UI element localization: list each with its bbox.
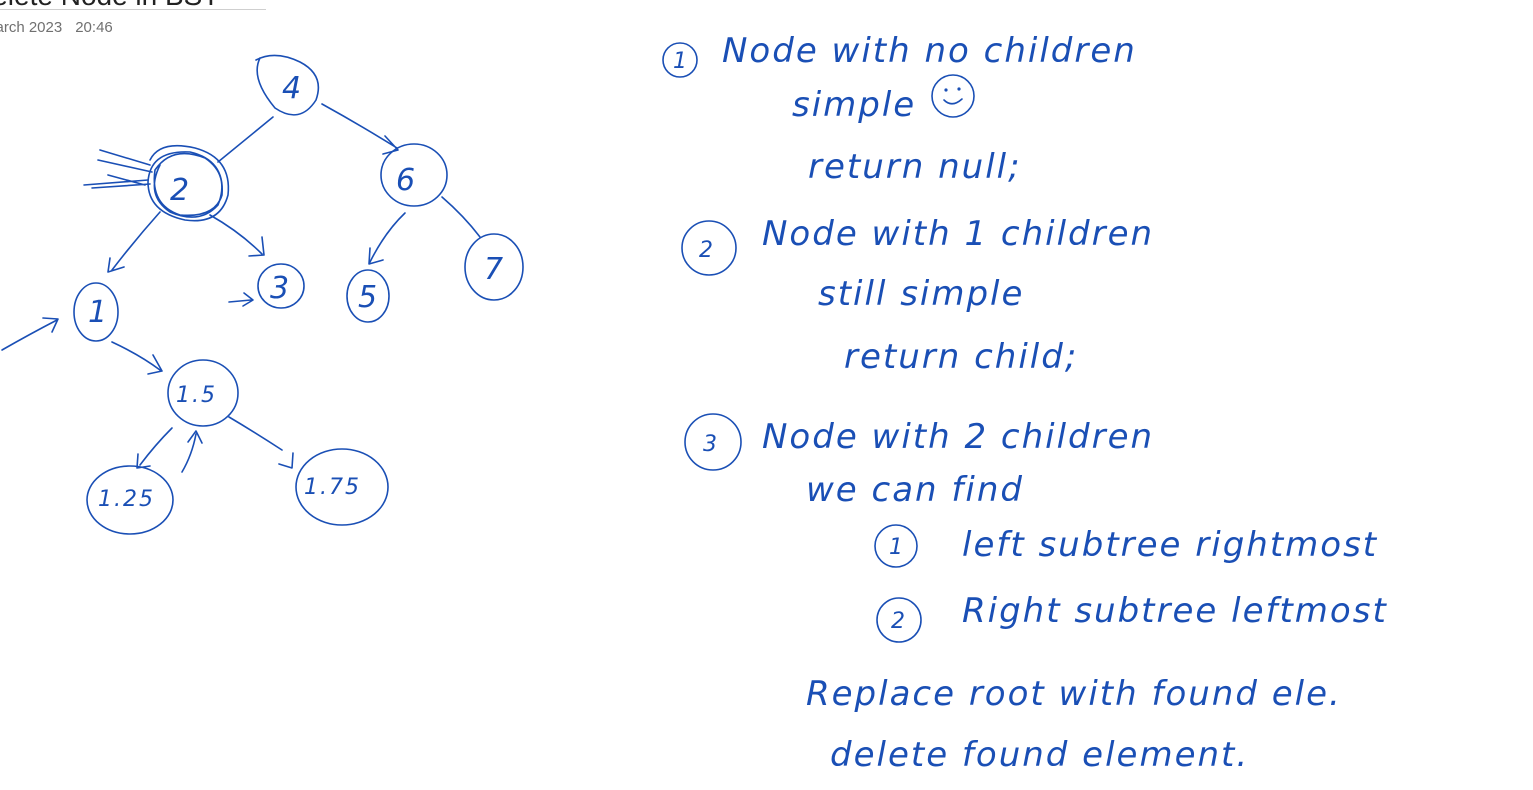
- title-area: Delete Node in BST: [0, 0, 270, 11]
- tree-edge: [441, 196, 481, 238]
- tree-edge: [321, 103, 399, 155]
- tree-node-7: 7: [464, 233, 524, 301]
- smiley-icon: [931, 74, 975, 118]
- title-divider: [0, 9, 266, 10]
- case-number: 3: [703, 432, 719, 457]
- tree-edge: [368, 212, 406, 265]
- tree-node-2-deleted: 2: [83, 144, 230, 222]
- tree-node-1-25: 1.25: [86, 465, 174, 535]
- case-line: still simple: [818, 274, 1024, 314]
- deletion-notes: 1 Node with no children simple return nu…: [662, 31, 1388, 775]
- node-label: 3: [270, 271, 291, 306]
- option-number: 1: [889, 535, 905, 560]
- node-label: 1.75: [304, 475, 361, 500]
- tree-node-1-5: 1.5: [167, 359, 239, 427]
- case-line: return child;: [844, 337, 1078, 377]
- tree-node-1-75: 1.75: [295, 448, 389, 526]
- tree-edge: [228, 416, 294, 469]
- tree-edge: [111, 341, 163, 375]
- page-metadata: March 2023 20:46: [0, 19, 113, 36]
- bst-diagram: 4 2 6 1 3: [1, 54, 524, 535]
- tree-edge: [228, 292, 254, 307]
- tree-edge: [1, 317, 59, 351]
- tree-node-5: 5: [346, 269, 390, 323]
- case-heading: Node with no children: [722, 31, 1137, 71]
- case-number-circle: [681, 220, 737, 276]
- option-number-circle: [876, 597, 922, 643]
- tree-node-1: 1: [73, 282, 119, 342]
- node-label: 5: [358, 280, 379, 315]
- case-number: 1: [673, 49, 689, 74]
- case-heading: Node with 2 children: [762, 417, 1154, 457]
- tree-edge: [136, 427, 173, 469]
- page-title: Delete Node in BST: [0, 0, 219, 11]
- option-text: left subtree rightmost: [962, 525, 1378, 565]
- tree-node-3: 3: [257, 263, 305, 309]
- case-line: return null;: [808, 147, 1022, 187]
- case-1: 1 Node with no children simple return nu…: [662, 31, 1137, 187]
- node-label: 1.5: [176, 383, 217, 408]
- tree-node-6: 6: [380, 143, 448, 207]
- option-text: Right subtree leftmost: [962, 591, 1388, 631]
- case-number: 2: [699, 238, 715, 263]
- page-time: 20:46: [75, 19, 113, 36]
- option-number-circle: [874, 524, 918, 568]
- tree-edge: [209, 214, 265, 257]
- case-line: we can find: [806, 470, 1024, 510]
- case-2: 2 Node with 1 children still simple retu…: [681, 214, 1154, 377]
- conclusion-line: delete found element.: [830, 735, 1249, 775]
- case-number-circle: [662, 42, 698, 78]
- conclusion-line: Replace root with found ele.: [806, 674, 1342, 714]
- case-3: 3 Node with 2 children we can find 1 lef…: [684, 413, 1388, 643]
- option-number: 2: [891, 609, 907, 634]
- tree-edge: [217, 116, 274, 163]
- tree-node-4: 4: [255, 54, 320, 116]
- node-label: 7: [484, 252, 505, 287]
- case-number-circle: [684, 413, 742, 471]
- case-line: simple: [792, 85, 916, 125]
- node-label: 1.25: [98, 487, 155, 512]
- case-heading: Node with 1 children: [762, 214, 1154, 254]
- tree-edge: [107, 211, 161, 273]
- tree-edge: [181, 430, 203, 473]
- node-label: 1: [88, 295, 109, 330]
- node-label: 6: [396, 163, 417, 198]
- node-label: 4: [282, 71, 303, 106]
- node-label: 2: [170, 173, 191, 208]
- page-date: March 2023: [0, 19, 63, 36]
